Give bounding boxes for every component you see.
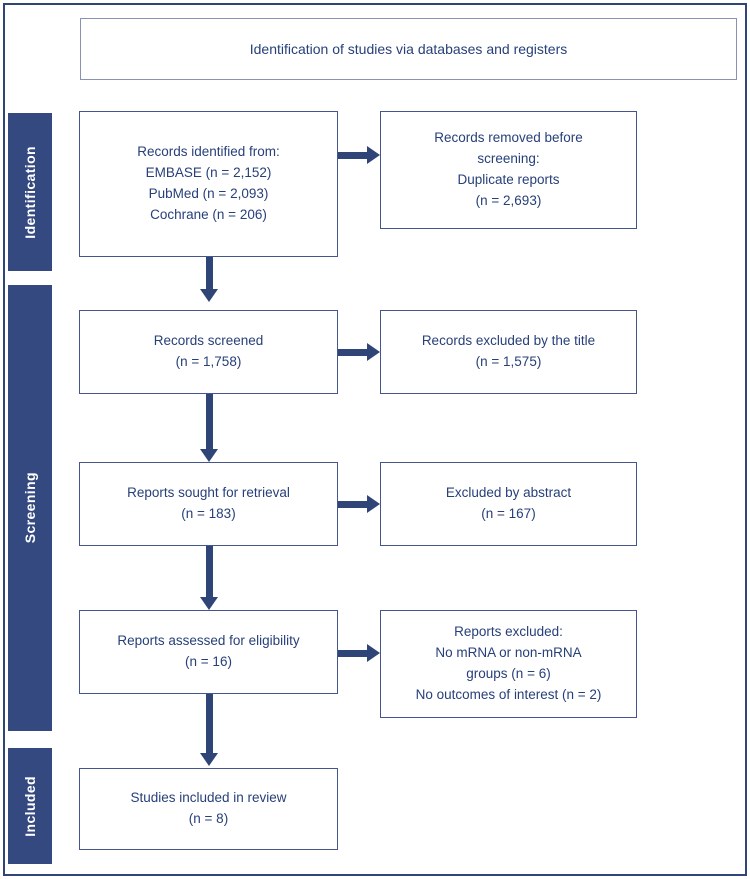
stage-label-screening: Screening [22,472,38,544]
diagram-title-box: Identification of studies via databases … [80,18,737,80]
box-reports-sought-text: Reports sought for retrieval (n = 183) [127,485,290,521]
box-records-identified-text: Records identified from: EMBASE (n = 2,1… [137,144,280,222]
box-records-screened-text: Records screened (n = 1,758) [153,333,264,369]
box-reports-excluded-text: Reports excluded: No mRNA or non-mRNA gr… [415,624,602,702]
stage-bar-included: Included [8,748,52,864]
page-title: Identification of studies via databases … [249,41,568,57]
stage-label-identification: Identification [22,145,38,239]
box-excluded-abstract: Excluded by abstract (n = 167) [380,462,637,546]
box-studies-included: Studies included in review (n = 8) [79,768,338,850]
box-records-excluded-title-text: Records excluded by the title (n = 1,575… [421,333,596,369]
box-reports-assessed-text: Reports assessed for eligibility (n = 16… [117,633,300,669]
box-records-removed-text: Records removed before screening: Duplic… [434,130,583,208]
box-reports-sought: Reports sought for retrieval (n = 183) [79,462,338,546]
box-reports-excluded: Reports excluded: No mRNA or non-mRNA gr… [380,610,637,718]
box-reports-assessed: Reports assessed for eligibility (n = 16… [79,610,338,694]
stage-label-included: Included [22,775,38,837]
box-records-excluded-title: Records excluded by the title (n = 1,575… [380,310,637,394]
box-excluded-abstract-text: Excluded by abstract (n = 167) [445,485,572,521]
stage-bar-identification: Identification [8,113,52,271]
box-records-removed: Records removed before screening: Duplic… [380,111,637,229]
box-records-identified: Records identified from: EMBASE (n = 2,1… [79,111,338,257]
box-records-screened: Records screened (n = 1,758) [79,310,338,394]
diagram-outer-frame [3,3,747,876]
box-studies-included-text: Studies included in review (n = 8) [130,790,287,826]
stage-bar-screening: Screening [8,285,52,731]
